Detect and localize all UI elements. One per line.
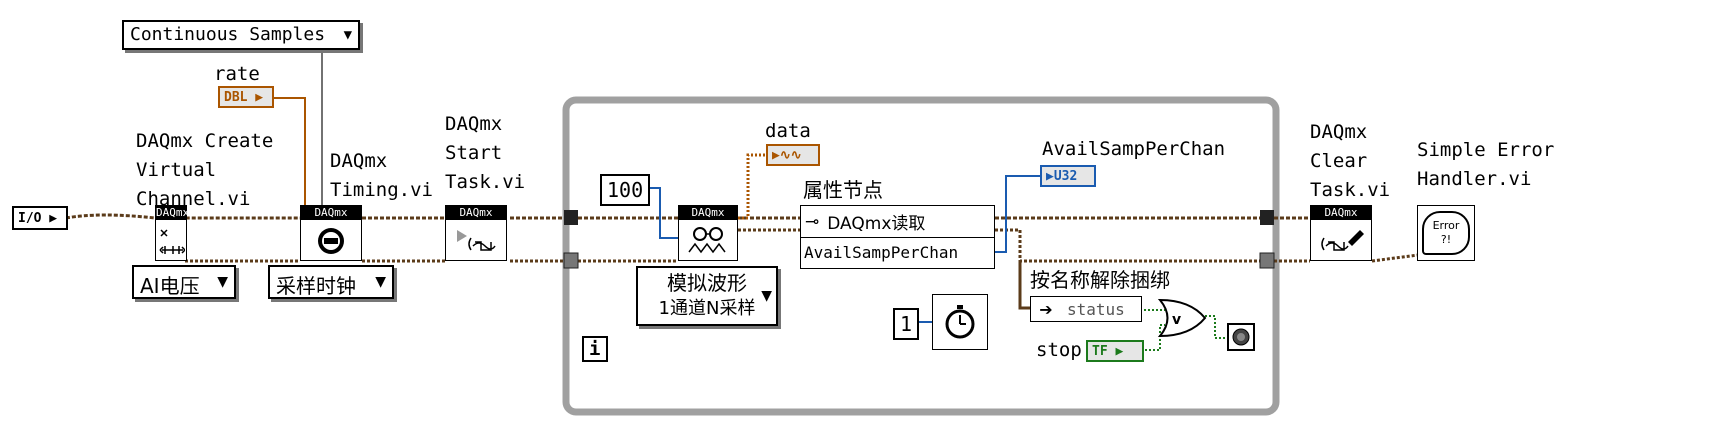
tunnel-error-out [1259, 252, 1275, 269]
property-node-title: 属性节点 [803, 178, 883, 202]
sample-mode-value: Continuous Samples [130, 24, 326, 45]
unbundle-node[interactable]: ➔ status [1030, 296, 1142, 322]
timing-type-ring[interactable]: 采样时钟 ▼ [268, 265, 394, 299]
read-mode-line1: 模拟波形 [667, 271, 747, 295]
error-handler-label: Simple Error Handler.vi [1417, 139, 1555, 190]
vi-banner: DAQmx [156, 206, 190, 220]
wait-vi[interactable] [932, 294, 988, 350]
arrow-icon: ➔ [1039, 299, 1053, 319]
rate-type: DBL [224, 89, 248, 105]
io-constant-value: I/O [18, 210, 42, 226]
samples-per-read-constant[interactable]: 100 [600, 174, 651, 206]
create-channel-vi[interactable]: DAQmx [155, 205, 190, 261]
rate-control[interactable]: DBL ▶ [218, 86, 274, 108]
clear-task-vi[interactable]: DAQmx [1310, 205, 1372, 261]
stop-label: stop [1036, 339, 1082, 361]
tunnel-task-out [1260, 210, 1274, 225]
eraser-icon [1311, 222, 1371, 260]
error-icon: Error ?! [1418, 206, 1474, 260]
data-indicator: ▶∿∿ [766, 144, 820, 166]
iteration-terminal-box [582, 336, 608, 362]
create-channel-label: DAQmx Create Virtual Channel.vi [136, 130, 274, 210]
avail-indicator: ▶U32 [1040, 165, 1096, 187]
start-task-label: DAQmx Start Task.vi [445, 113, 526, 193]
channel-icon [156, 222, 186, 260]
glasses-icon [679, 222, 737, 260]
error-wire [185, 228, 1419, 263]
svg-text:v: v [1172, 312, 1181, 328]
clear-task-label: DAQmx Clear Task.vi [1310, 121, 1391, 201]
dropdown-caret-icon: ▼ [375, 274, 386, 290]
stopwatch-icon [933, 295, 987, 349]
dropdown-caret-icon: ▼ [761, 288, 772, 304]
stop-type: TF [1092, 343, 1108, 359]
iteration-terminal: i [589, 338, 601, 360]
property-node-class: DAQmx读取 [827, 214, 926, 234]
error-handler-vi[interactable]: Error ?! [1417, 205, 1475, 261]
stop-control[interactable]: TF ▶ [1086, 340, 1144, 362]
unbundle-item: status [1067, 299, 1125, 319]
start-task-vi[interactable]: DAQmx [445, 205, 507, 261]
rate-label: rate [214, 63, 260, 85]
channel-type-value: AI电压 [140, 274, 200, 298]
timing-vi[interactable]: DAQmx [300, 205, 362, 261]
task-wire [65, 213, 1310, 220]
dropdown-caret-icon: ▼ [217, 274, 228, 290]
data-label: data [765, 120, 811, 142]
tunnel-error-in [563, 252, 579, 269]
property-node[interactable]: ⊸ DAQmx读取 AvailSampPerChan [800, 205, 995, 269]
start-icon [446, 222, 506, 260]
error-bubble: Error ?! [1422, 211, 1470, 255]
vi-banner: DAQmx [301, 206, 361, 220]
timing-label: DAQmx Timing.vi [330, 150, 433, 201]
sample-mode-ring[interactable]: Continuous Samples ▼ [122, 20, 360, 50]
avail-type: U32 [1053, 168, 1078, 184]
read-vi[interactable]: DAQmx [678, 205, 738, 261]
read-mode-line2: 1通道N采样 [658, 298, 756, 319]
dropdown-caret-icon: ▼ [343, 27, 352, 43]
io-constant[interactable]: I/O ▶ [12, 206, 68, 230]
or-gate [1157, 298, 1207, 338]
vi-banner: DAQmx [446, 206, 506, 220]
read-mode-ring[interactable]: 模拟波形 1通道N采样 ▼ [636, 266, 778, 326]
vi-banner: DAQmx [1311, 206, 1371, 220]
avail-label: AvailSampPerChan [1042, 138, 1226, 160]
property-node-item: AvailSampPerChan [804, 243, 959, 262]
vi-banner: DAQmx [679, 206, 737, 220]
waveform-icon: ▶∿∿ [772, 147, 802, 163]
unbundle-title: 按名称解除捆绑 [1030, 268, 1170, 292]
key-icon: ⊸ [805, 211, 820, 232]
timing-type-value: 采样时钟 [276, 274, 356, 298]
clock-icon [301, 222, 361, 260]
wait-constant[interactable]: 1 [893, 308, 920, 340]
channel-type-ring[interactable]: AI电压 ▼ [132, 265, 236, 299]
tunnel-task-in [564, 210, 578, 225]
